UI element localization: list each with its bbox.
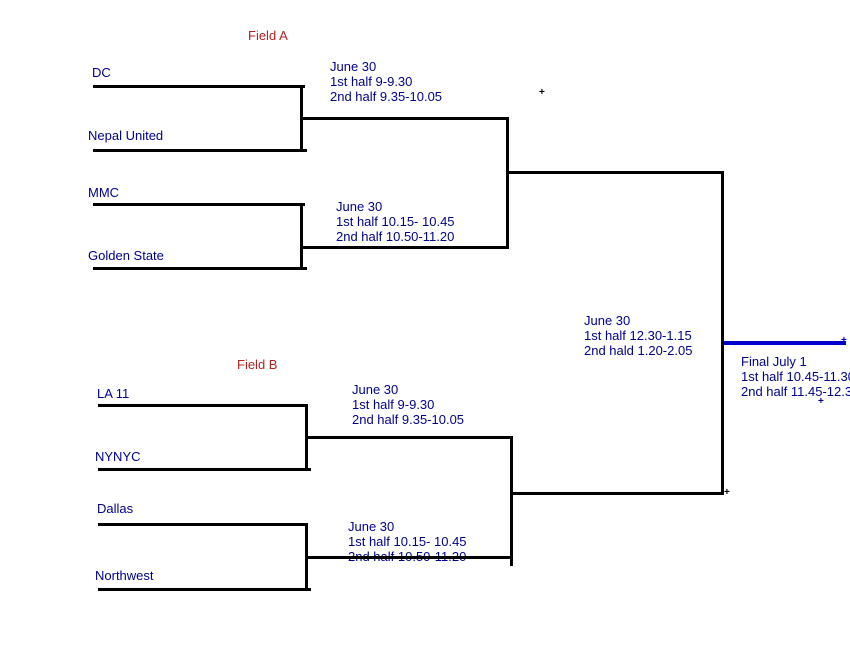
semifinal-a-schedule-first-half: 1st half 12.30-1.15: [584, 328, 692, 343]
match-b2-schedule-first-half: 1st half 10.15- 10.45: [348, 534, 467, 549]
bracket-line-b2-bottom: [98, 588, 311, 591]
plus-marker-final-icon: +: [818, 396, 824, 407]
final-schedule-date: Final July 1: [741, 354, 807, 369]
bracket-line-a1-vertical: [300, 85, 303, 152]
bracket-line-final-winner: [724, 341, 846, 345]
field-a-label: Field A: [248, 28, 288, 43]
bracket-line-semifinal-a-vertical: [506, 117, 509, 249]
team-name-nynyc: NYNYC: [95, 449, 141, 464]
bracket-line-a2-connector: [303, 246, 509, 249]
match-b1-schedule-first-half: 1st half 9-9.30: [352, 397, 435, 412]
bracket-line-a2-top: [93, 203, 305, 206]
match-a1-schedule-first-half: 1st half 9-9.30: [330, 74, 413, 89]
match-a2-schedule-second-half: 2nd half 10.50-11.20: [336, 229, 455, 244]
match-a2-schedule-first-half: 1st half 10.15- 10.45: [336, 214, 455, 229]
team-name-nepal-united: Nepal United: [88, 128, 164, 143]
match-a1-schedule-second-half: 2nd half 9.35-10.05: [330, 89, 443, 104]
plus-marker-blueline-end-icon: +: [841, 335, 847, 346]
team-name-northwest: Northwest: [95, 568, 154, 583]
team-name-golden-state: Golden State: [88, 248, 164, 263]
bracket-line-b2-vertical: [305, 523, 308, 591]
match-a1-schedule: June 30 1st half 9-9.30 2nd half 9.35-10…: [330, 59, 442, 104]
bracket-line-semifinal-b-connector: [513, 492, 724, 495]
team-name-la-11: LA 11: [97, 386, 130, 401]
semifinal-a-schedule: June 30 1st half 12.30-1.15 2nd hald 1.2…: [584, 313, 692, 358]
match-b1-schedule: June 30 1st half 9-9.30 2nd half 9.35-10…: [352, 382, 464, 427]
bracket-line-a1-connector: [303, 117, 509, 120]
bracket-line-b1-connector: [308, 436, 513, 439]
bracket-line-semifinal-b-vertical: [510, 436, 513, 566]
bracket-line-a1-bottom: [93, 149, 307, 152]
semifinal-a-schedule-date: June 30: [584, 313, 631, 328]
match-b2-schedule-date: June 30: [348, 519, 395, 534]
field-b-label: Field B: [237, 357, 278, 372]
match-a2-schedule: June 30 1st half 10.15- 10.45 2nd half 1…: [336, 199, 455, 244]
bracket-line-semifinal-a-connector: [509, 171, 724, 174]
team-name-dc: DC: [92, 65, 111, 80]
bracket-line-final-vertical: [721, 171, 724, 495]
bracket-line-b1-bottom: [98, 468, 311, 471]
semifinal-a-schedule-second-half: 2nd hald 1.20-2.05: [584, 343, 693, 358]
plus-marker-top-icon: +: [539, 87, 545, 98]
bracket-line-b2-connector: [308, 556, 513, 559]
match-a1-schedule-date: June 30: [330, 59, 377, 74]
bracket-line-a2-vertical: [300, 203, 303, 270]
match-b1-schedule-second-half: 2nd half 9.35-10.05: [352, 412, 465, 427]
bracket-line-a1-top: [93, 85, 305, 88]
bracket-line-a2-bottom: [93, 267, 307, 270]
team-name-dallas: Dallas: [97, 501, 134, 516]
final-schedule-second-half: 2nd half 11.45-12.30: [741, 384, 850, 399]
plus-marker-junction-icon: +: [724, 487, 730, 498]
final-schedule: Final July 1 1st half 10.45-11.30 2nd ha…: [741, 354, 850, 399]
match-b1-schedule-date: June 30: [352, 382, 399, 397]
bracket-line-b1-vertical: [305, 404, 308, 471]
final-schedule-first-half: 1st half 10.45-11.30: [741, 369, 850, 384]
bracket-line-b1-top: [98, 404, 308, 407]
bracket-line-b2-top: [98, 523, 308, 526]
team-name-mmc: MMC: [88, 185, 120, 200]
match-a2-schedule-date: June 30: [336, 199, 383, 214]
